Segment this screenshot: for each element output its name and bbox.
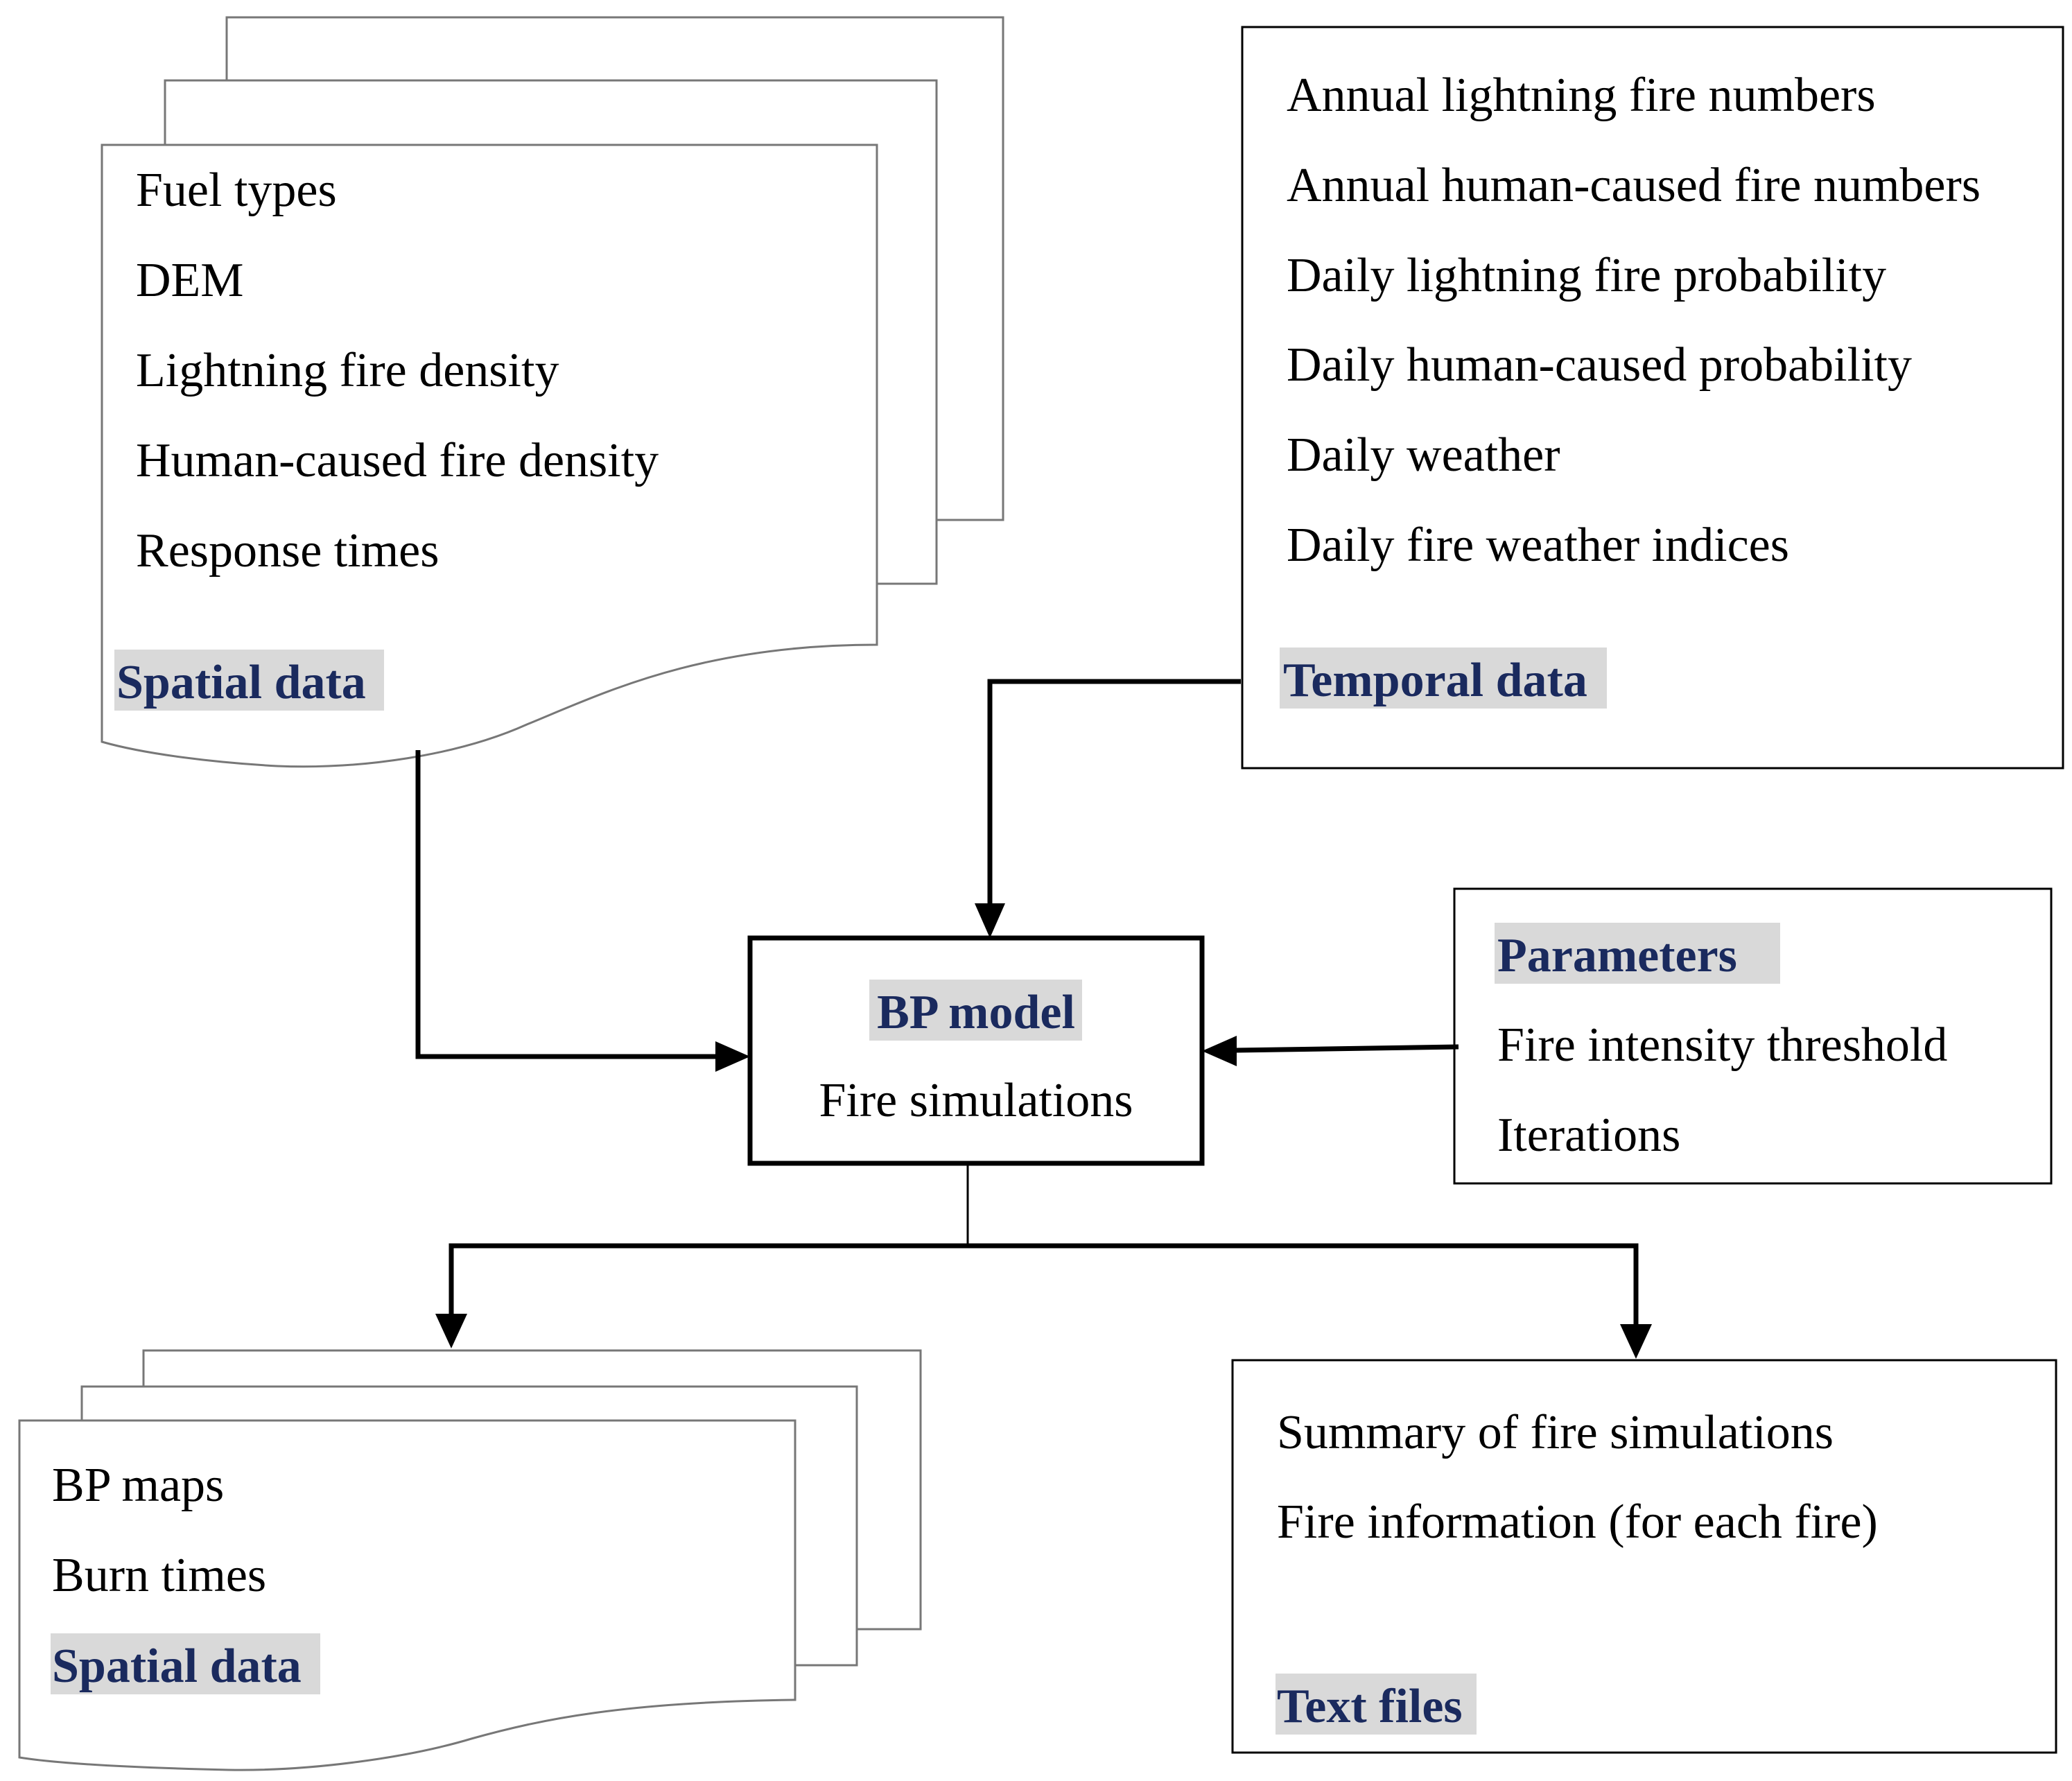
bp-model-subtitle: Fire simulations [819,1074,1133,1127]
temporal-input-item: Daily human-caused probability [1287,338,1912,392]
spatial-output-label-highlight [51,1633,320,1694]
spatial-input-item: Lightning fire density [136,344,559,397]
temporal-input-box: Annual lightning fire numbers Annual hum… [1241,26,2064,770]
text-files-box: Summary of fire simulations Fire informa… [1231,1359,2057,1754]
spatial-input-item: Fuel types [136,164,337,217]
text-files-label: Text files [1277,1680,1463,1733]
spatial-input-item: Human-caused fire density [136,434,659,487]
temporal-input-item: Daily fire weather indices [1287,519,1789,572]
spatial-input-label: Spatial data [116,656,366,709]
model-to-text-files-arrowhead [1620,1324,1652,1359]
temporal-input-item: Daily weather [1287,428,1560,482]
temporal-input-to-model-connector [987,679,1241,905]
parameters-title-highlight [1495,923,1780,984]
bp-model-title-highlight [869,980,1082,1041]
spatial-input-item: DEM [136,254,244,307]
model-output-split-connector [449,1243,1639,1326]
model-to-spatial-output-arrowhead [435,1314,467,1348]
parameters-to-model-connector [1235,1044,1459,1053]
spatial-input-to-model-connector [415,750,721,1059]
spatial-input-label-highlight [114,650,384,711]
spatial-input-item: Response times [136,524,439,577]
bp-model-title: BP model [877,986,1075,1039]
spatial-output-label: Spatial data [52,1640,302,1693]
temporal-input-frame [1241,26,2064,770]
temporal-input-item: Daily lightning fire probability [1287,249,1886,302]
bp-model-box: BP model Fire simulations [747,935,1205,1166]
parameters-title: Parameters [1497,929,1737,982]
text-files-label-highlight [1276,1674,1477,1735]
temporal-input-label-highlight [1280,648,1607,709]
spatial-output-document-stack: BP maps Burn times Spatial data [18,1349,922,1771]
spatial-output-item: BP maps [52,1459,224,1512]
parameters-item: Fire intensity threshold [1497,1018,1947,1072]
temporal-input-to-model-arrowhead [975,903,1005,938]
temporal-input-item: Annual lightning fire numbers [1287,69,1876,122]
parameters-box: Parameters Fire intensity threshold Iter… [1453,887,2053,1185]
bp-model-frame [747,935,1205,1166]
temporal-input-label: Temporal data [1283,654,1587,707]
spatial-input-page-front [101,144,878,768]
parameters-to-model-arrowhead [1202,1036,1237,1066]
spatial-output-item: Burn times [52,1549,266,1602]
text-files-item: Fire information (for each fire) [1277,1495,1878,1549]
spatial-input-to-model-arrowhead [715,1041,750,1072]
temporal-input-item: Annual human-caused fire numbers [1287,159,1980,212]
text-files-item: Summary of fire simulations [1277,1406,1834,1459]
spatial-input-document-stack: Fuel types DEM Lightning fire density Hu… [101,16,1004,768]
parameters-item: Iterations [1497,1109,1680,1162]
